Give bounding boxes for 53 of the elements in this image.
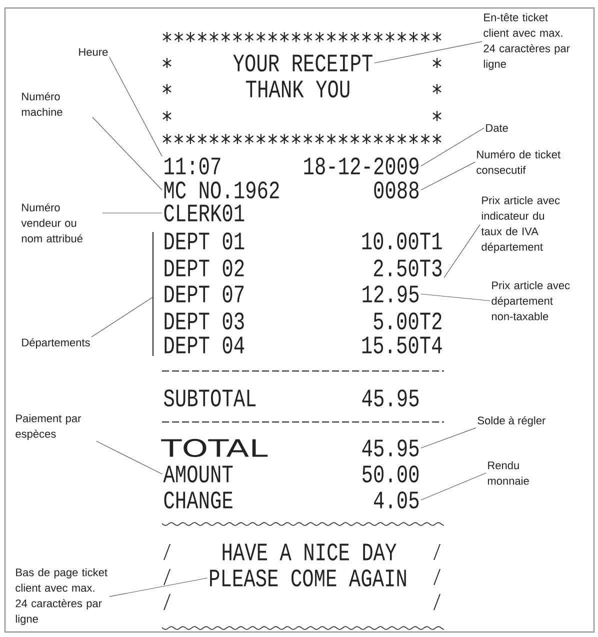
- annotation-text: En-tête ticket client avec max. 24 caractères par ligne: [484, 13, 570, 70]
- annotation-text: Solde à régler: [478, 416, 546, 427]
- receipt-line: 50.00: [362, 466, 419, 482]
- receipt-line: 18-12-2009: [304, 158, 418, 174]
- receipt-line: DEPT 02: [164, 260, 244, 276]
- receipt-line: MC NO.1962: [164, 182, 279, 198]
- annotation-text: Rendu monnaie: [488, 461, 529, 485]
- receipt-line: 12.95: [362, 286, 419, 302]
- receipt-line: AMOUNT: [163, 466, 233, 482]
- receipt-line: 45.95: [362, 440, 419, 456]
- leader-line: [420, 162, 476, 190]
- receipt-line: 11:07: [164, 158, 220, 174]
- leader-line: [109, 578, 208, 597]
- receipt-line: DEPT 04: [164, 336, 244, 354]
- annotation-text: Heure: [79, 48, 108, 56]
- leader-line: [102, 212, 162, 214]
- annotation-text: Prix article avec département non-taxable: [492, 281, 570, 320]
- receipt-line: PLEASE COME AGAIN: [210, 570, 406, 586]
- receipt-line: 5.00T2: [374, 312, 442, 330]
- annotation-text: Bas de page ticket client avec max. 24 caractères par ligne: [16, 568, 108, 625]
- receipt-line: HAVE A NICE DAY: [222, 544, 396, 560]
- leader-line: [109, 56, 162, 157]
- receipt-line: CHANGE: [164, 492, 232, 508]
- receipt-line: TOTAL: [161, 438, 268, 458]
- receipt-line: 2.50T3: [374, 260, 442, 276]
- leader-line: [420, 428, 476, 448]
- receipt-line: YOUR RECEIPT: [233, 54, 372, 72]
- receipt-line: CLERK01: [164, 204, 244, 222]
- leader-line: [420, 128, 484, 166]
- annotation-text: Date: [486, 124, 508, 132]
- receipt-line: DEPT 07: [164, 286, 244, 302]
- leader-line: [374, 41, 482, 64]
- annotation-text: Prix article avec indicateur du taux de IVA département: [481, 196, 560, 253]
- leader-line: [92, 116, 162, 190]
- receipt-line: 0088: [374, 182, 418, 198]
- receipt-line: 10.00T1: [362, 232, 442, 250]
- annotation-text: Numéro de ticket consecutif: [476, 150, 560, 174]
- receipt-line: SUBTOTAL: [164, 390, 256, 406]
- receipt-line: 4.05: [374, 492, 419, 508]
- receipt-line: THANK YOU: [246, 80, 350, 98]
- receipt-line: 15.50T4: [362, 336, 442, 354]
- annotation-text: Numéro machine: [22, 92, 62, 116]
- leader-line: [420, 472, 486, 500]
- leader-line: [444, 224, 480, 278]
- receipt-line: DEPT 03: [164, 312, 244, 330]
- leader-line: [96, 440, 162, 474]
- annotation-text: Numéro vendeur ou nom attribué: [21, 203, 82, 242]
- receipt-line: DEPT 01: [164, 232, 244, 250]
- annotation-text: Paiement par espèces: [16, 414, 82, 440]
- receipt-line: 45.95: [362, 390, 419, 406]
- annotation-text: Départements: [22, 338, 90, 349]
- leader-line: [420, 294, 490, 302]
- leader-line: [91, 296, 154, 338]
